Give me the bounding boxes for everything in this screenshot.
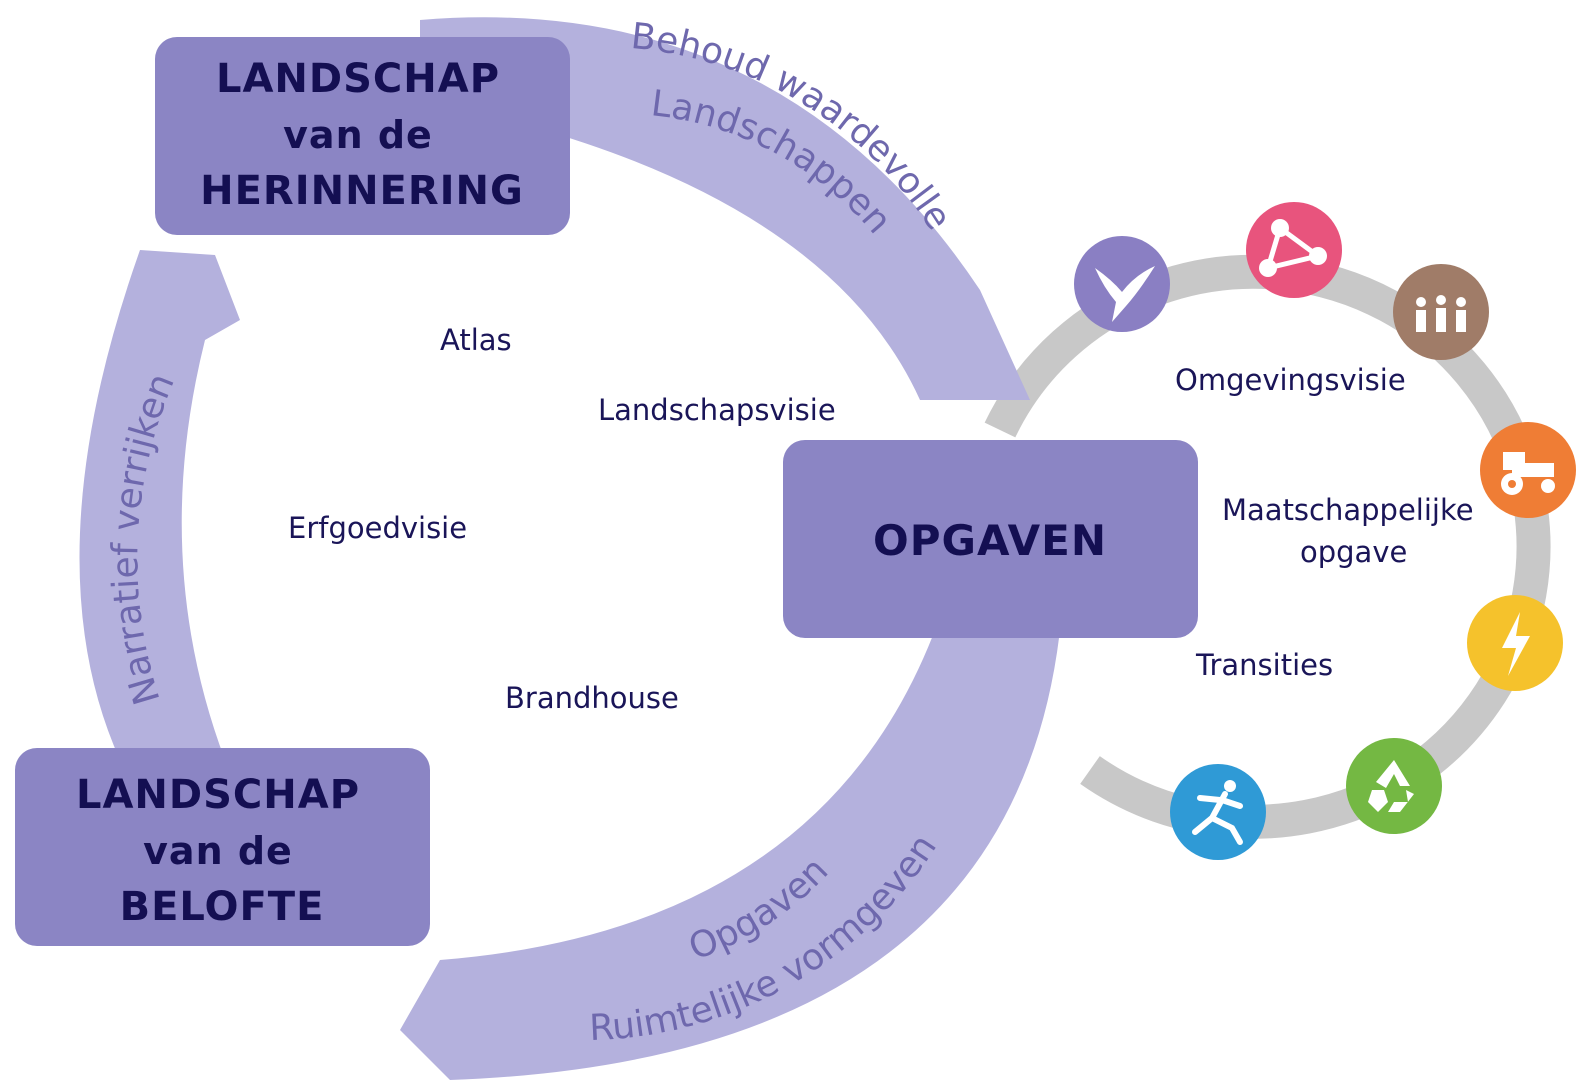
- arrow-narratief: [79, 250, 240, 760]
- recycle-icon: [1346, 738, 1442, 834]
- label-landschapsvisie: Landschapsvisie: [598, 393, 836, 427]
- network-icon: [1246, 202, 1342, 298]
- lightning-icon: [1467, 595, 1563, 691]
- tractor-icon: [1480, 422, 1576, 518]
- box-landschap-belofte: [15, 748, 430, 946]
- box-landschap-herinnering: [155, 37, 570, 235]
- belofte-line1: LANDSCHAP: [76, 772, 360, 818]
- label-maatschappelijke: Maatschappelijke: [1222, 493, 1474, 527]
- label-erfgoedvisie: Erfgoedvisie: [288, 511, 467, 545]
- herinnering-line1: LANDSCHAP: [216, 56, 500, 102]
- label-omgevingsvisie: Omgevingsvisie: [1175, 363, 1406, 397]
- herinnering-line2: van de: [283, 113, 433, 157]
- people-icon: [1393, 264, 1489, 360]
- belofte-line3: BELOFTE: [120, 884, 325, 930]
- label-transities: Transities: [1195, 648, 1333, 682]
- belofte-line2: van de: [143, 829, 293, 873]
- arrow-behoud: [420, 17, 1030, 400]
- bird-icon: [1074, 236, 1170, 332]
- herinnering-line3: HERINNERING: [200, 168, 524, 214]
- runner-icon: [1170, 764, 1266, 860]
- box-opgaven: [783, 440, 1198, 638]
- label-atlas: Atlas: [440, 323, 512, 357]
- opgaven-label: OPGAVEN: [873, 516, 1107, 565]
- arrow-ruimtelijke: [400, 630, 1060, 1080]
- label-brandhouse: Brandhouse: [505, 681, 679, 715]
- label-opgave: opgave: [1300, 535, 1407, 569]
